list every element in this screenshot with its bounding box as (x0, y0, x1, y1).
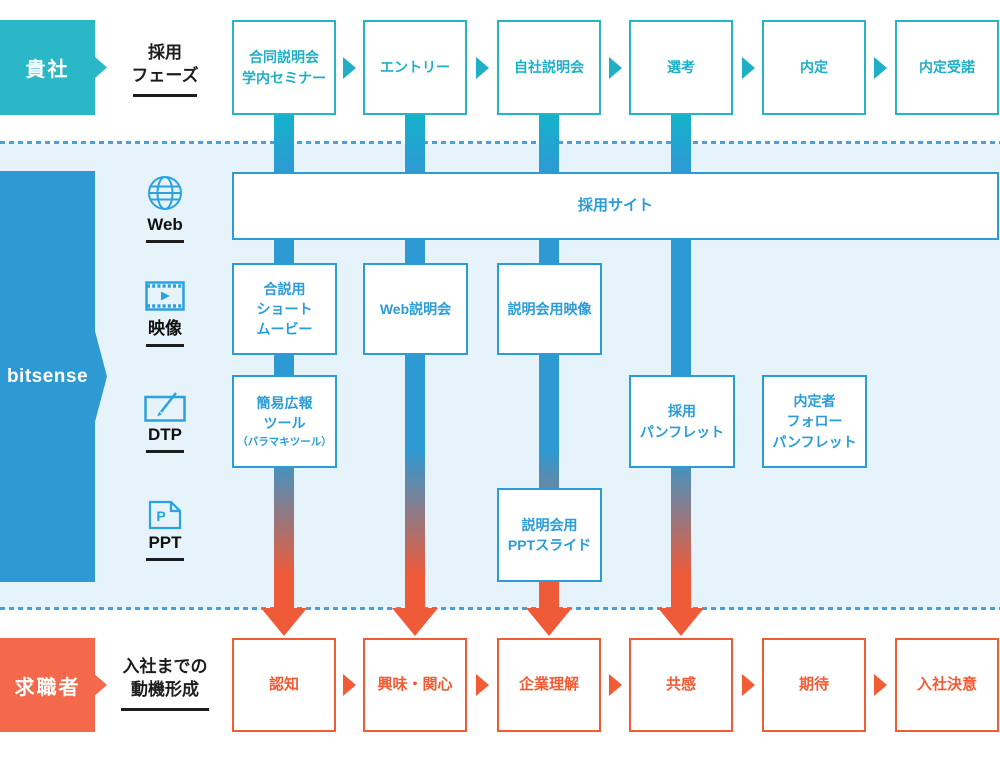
category-dtp: DTP (127, 390, 203, 453)
deliverable-box-recruit-pamphlet: 採用 パンフレット (629, 375, 735, 468)
category-ppt-label: PPT (148, 533, 182, 552)
deliverable-box-session-ppt: 説明会用 PPTスライド (497, 488, 602, 582)
deliverable-box-recruit-site: 採用サイト (232, 172, 999, 240)
category-dtp-underline (146, 450, 184, 453)
deliverable-box-joint-movie: 合説用 ショート ムービー (232, 263, 337, 355)
deliverable-box-session-video: 説明会用映像 (497, 263, 602, 355)
arrow-right-icon (874, 674, 887, 696)
arrow-right-icon (609, 674, 622, 696)
motivation-box-awareness: 認知 (232, 638, 336, 732)
film-icon (145, 281, 185, 311)
flow-arrowhead-col3 (526, 608, 572, 636)
flow-arrowhead-col2 (392, 608, 438, 636)
arrow-right-icon (742, 674, 755, 696)
phase-box-offer: 内定 (762, 20, 866, 115)
motivation-box-interest: 興味・関心 (363, 638, 467, 732)
motivation-phase-underline (121, 707, 209, 711)
deliverable-box-offer-follow-pamphlet: 内定者 フォロー パンフレット (762, 375, 867, 468)
arrow-right-icon (476, 674, 489, 696)
bitsense-band: bitsense (0, 171, 107, 582)
category-video: 映像 (127, 281, 203, 347)
phase-box-joint-seminar: 合同説明会 学内セミナー (232, 20, 336, 115)
promo-tool-note: （バラマキツール） (237, 436, 332, 449)
phase-box-offer-accept: 内定受諾 (895, 20, 999, 115)
motivation-box-empathy: 共感 (629, 638, 733, 732)
arrow-right-icon (343, 57, 356, 79)
category-ppt: P PPT (127, 500, 203, 561)
company-band: 貴社 (0, 20, 107, 115)
recruit-phase-label: 採用 フェーズ (118, 42, 212, 97)
category-video-label: 映像 (148, 319, 182, 338)
category-web-label: Web (147, 215, 183, 234)
ppt-doc-icon: P (148, 500, 182, 530)
flow-arrowhead-col1 (261, 608, 307, 636)
phase-box-company-session: 自社説明会 (497, 20, 601, 115)
category-web-underline (146, 240, 184, 243)
deliverable-box-web-session: Web説明会 (363, 263, 468, 355)
flow-arrowhead-col4 (658, 608, 704, 636)
category-video-underline (146, 344, 184, 347)
phase-box-entry: エントリー (363, 20, 467, 115)
category-ppt-underline (146, 558, 184, 561)
arrow-right-icon (343, 674, 356, 696)
motivation-phase-label: 入社までの 動機形成 (110, 656, 220, 711)
top-dotted-divider (0, 141, 1000, 144)
phase-box-selection: 選考 (629, 20, 733, 115)
arrow-right-icon (742, 57, 755, 79)
arrow-right-icon (609, 57, 622, 79)
motivation-box-understanding: 企業理解 (497, 638, 601, 732)
recruit-phase-underline (133, 93, 197, 97)
arrow-right-icon (874, 57, 887, 79)
arrow-right-icon (476, 57, 489, 79)
job-seeker-band-label: 求職者 (14, 676, 81, 699)
job-seeker-band: 求職者 (0, 638, 107, 732)
bitsense-band-label: bitsense (6, 365, 89, 387)
brush-icon (144, 392, 186, 422)
motivation-box-decision: 入社決意 (895, 638, 999, 732)
motivation-box-expectation: 期待 (762, 638, 866, 732)
deliverable-box-promo-tool: 簡易広報 ツール （バラマキツール） (232, 375, 337, 468)
globe-icon (148, 176, 182, 210)
bottom-dotted-divider (0, 607, 1000, 610)
company-band-label: 貴社 (25, 59, 70, 81)
category-web: Web (127, 174, 203, 243)
category-dtp-label: DTP (148, 425, 182, 444)
svg-text:P: P (156, 508, 165, 524)
